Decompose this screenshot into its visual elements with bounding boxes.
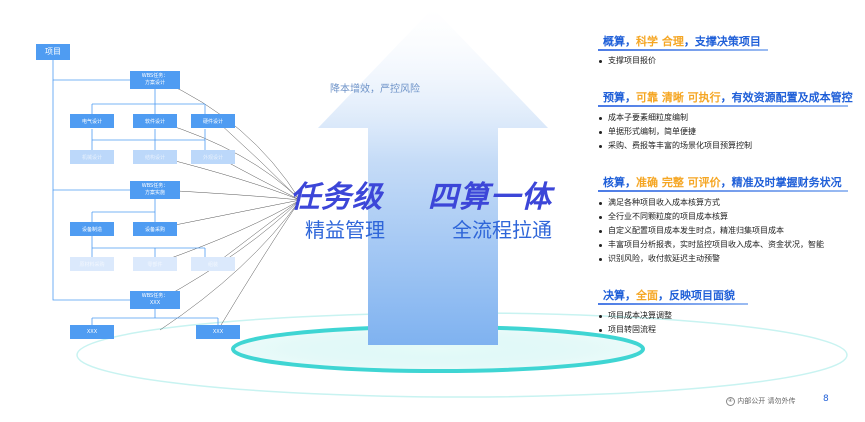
wbs-task-name: 方案设计 [144, 80, 165, 86]
wbs-node: 外观设计 [191, 150, 235, 164]
wbs-node: 机械设计 [70, 150, 114, 164]
subheadline-left: 精益管理 [305, 218, 385, 242]
wbs-node: 原材料采购 [70, 257, 114, 271]
headline-left: 任务级 [290, 180, 383, 215]
page-number: 8 [823, 394, 829, 404]
section-divider [598, 303, 748, 305]
confidentiality-note: ④ 内部公开 请勿外传 [726, 396, 795, 406]
section-divider [598, 190, 848, 192]
wbs-task-implement: WBS任务： 方案实施 [130, 181, 180, 199]
wbs-task-label: WBS任务： [141, 73, 169, 79]
wbs-node: 软件设计 [133, 114, 177, 128]
wbs-task-design: WBS任务： 方案设计 [130, 71, 180, 89]
wbs-task-label: WBS任务： [141, 183, 169, 189]
arrow-caption: 降本增效，严控风险 [330, 84, 420, 95]
section-title-final: 决算，全面，反映项目面貌 [603, 289, 735, 302]
list-item: 全行业不同颗粒度的项目成本核算 [598, 210, 824, 224]
subheadline-right: 全流程拉通 [452, 218, 552, 242]
wbs-node: 硬件设计 [191, 114, 235, 128]
section-list-final: 项目成本决算调整 项目转固流程 [598, 309, 672, 337]
wbs-node: 设备采购 [133, 222, 177, 236]
list-item: 项目成本决算调整 [598, 309, 672, 323]
wbs-task-name: 方案实施 [144, 190, 165, 196]
section-title-budget: 预算，可靠 清晰 可执行，有效资源配置及成本管控 [603, 91, 853, 104]
list-item: 自定义配置项目成本发生时点，精准归集项目成本 [598, 224, 824, 238]
section-list-estimate: 支撑项目报价 [598, 54, 656, 68]
list-item: 丰富项目分析报表，实时监控项目收入成本、资金状况，智能 [598, 238, 824, 252]
wbs-task-name: XXX [149, 300, 161, 306]
wbs-node: 电气设计 [70, 114, 114, 128]
section-title-accounting: 核算，准确 完整 可评价，精准及时掌握财务状况 [603, 176, 842, 189]
list-item: 识别风险，收付款延迟主动预警 [598, 252, 824, 266]
wbs-node: 结构设计 [133, 150, 177, 164]
wbs-node: 设备制造 [70, 222, 114, 236]
list-item: 单据形式编制，简单便捷 [598, 125, 752, 139]
list-item: 满足各种项目收入成本核算方式 [598, 196, 824, 210]
section-divider [598, 105, 848, 107]
section-title-estimate: 概算，科学 合理，支撑决策项目 [603, 35, 761, 48]
info-icon: ④ [726, 396, 735, 406]
wbs-node: XXX [196, 325, 240, 339]
wbs-node: XXX [70, 325, 114, 339]
list-item: 项目转固流程 [598, 323, 672, 337]
wbs-node: 组装 [191, 257, 235, 271]
list-item: 支撑项目报价 [598, 54, 656, 68]
wbs-node: 零部件 [133, 257, 177, 271]
up-arrow [318, 8, 548, 345]
section-list-budget: 成本子要素细粒度编制 单据形式编制，简单便捷 采购、费报等丰富的场景化项目预算控… [598, 111, 752, 153]
list-item: 成本子要素细粒度编制 [598, 111, 752, 125]
wbs-task-xxx: WBS任务： XXX [130, 291, 180, 309]
headline-right: 四算一体 [428, 180, 552, 215]
wbs-root-project: 项目 [36, 44, 70, 60]
wbs-task-label: WBS任务： [141, 293, 169, 299]
section-divider [598, 49, 768, 51]
list-item: 采购、费报等丰富的场景化项目预算控制 [598, 139, 752, 153]
section-list-accounting: 满足各种项目收入成本核算方式 全行业不同颗粒度的项目成本核算 自定义配置项目成本… [598, 196, 824, 266]
